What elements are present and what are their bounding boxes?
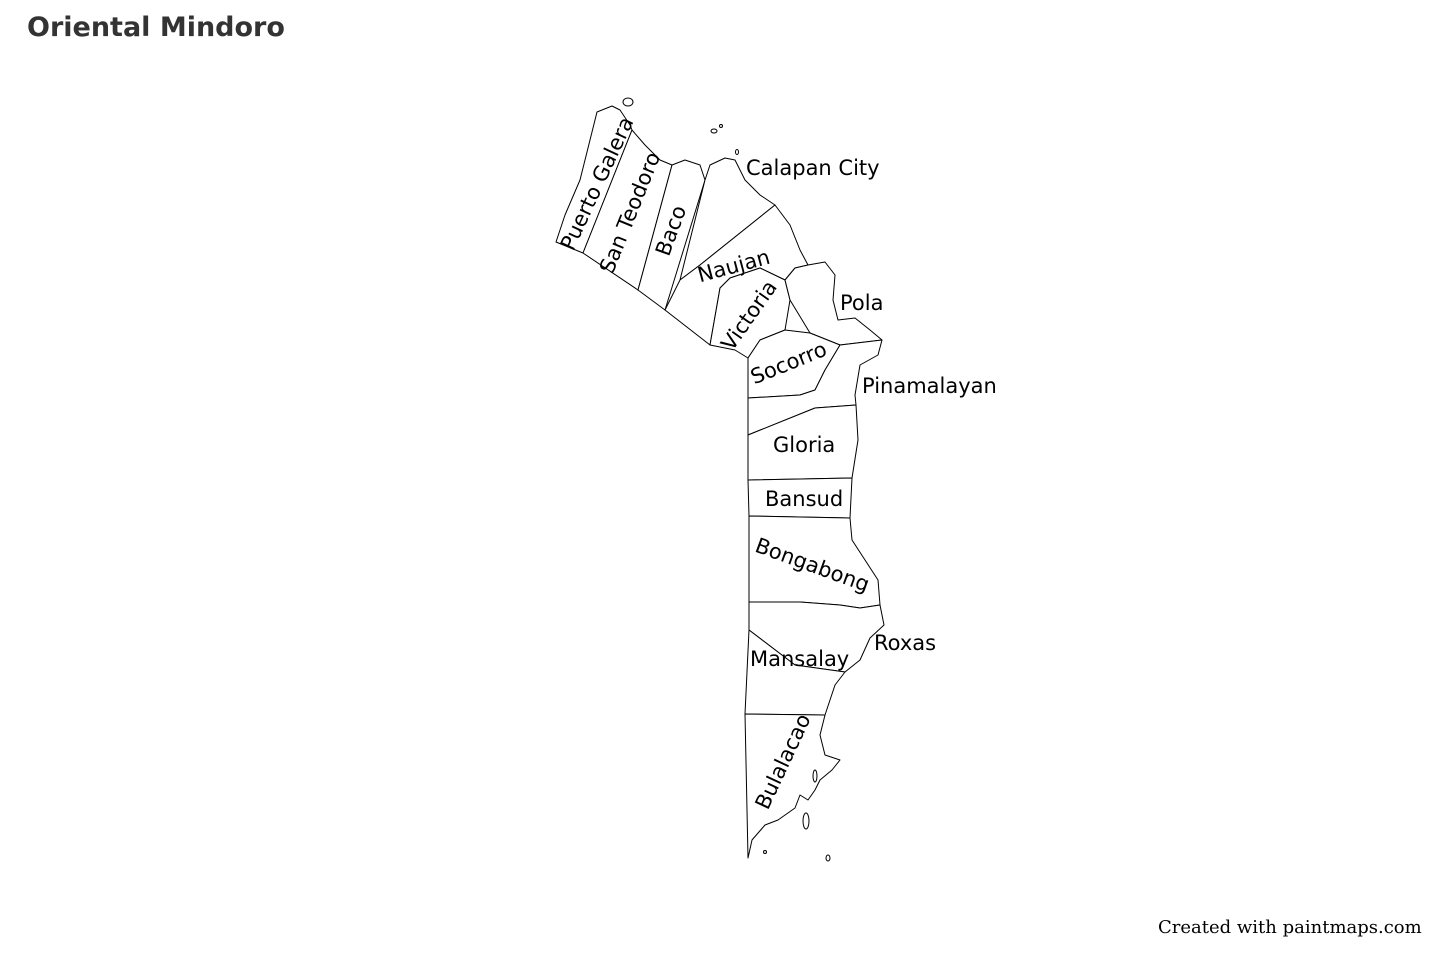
islet — [802, 812, 810, 830]
label-gloria: Gloria — [773, 433, 835, 457]
map-title: Oriental Mindoro — [27, 12, 285, 43]
label-pola: Pola — [840, 291, 883, 315]
islet — [622, 97, 634, 107]
label-bansud: Bansud — [765, 487, 843, 511]
islet — [825, 854, 831, 862]
label-mansalay: Mansalay — [750, 647, 849, 671]
label-roxas: Roxas — [874, 631, 936, 655]
label-pinamalayan: Pinamalayan — [862, 374, 997, 398]
islet — [710, 128, 718, 134]
region-pola[interactable] — [784, 261, 883, 346]
islet — [735, 149, 739, 155]
islet — [763, 850, 767, 854]
islet — [719, 124, 723, 128]
credit-text: Created with paintmaps.com — [1158, 917, 1422, 938]
label-calapan-city: Calapan City — [746, 156, 880, 180]
region-bulalacao[interactable] — [744, 713, 841, 859]
islet — [812, 769, 818, 783]
